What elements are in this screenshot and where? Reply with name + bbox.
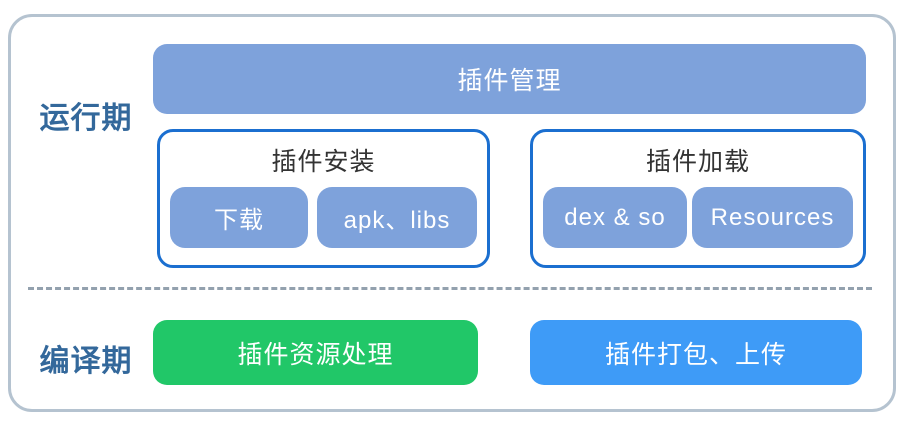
compile-phase-label: 编译期: [39, 345, 133, 378]
apk-libs-chip: apk、libs: [317, 187, 477, 248]
resource-processing-box: 插件资源处理: [153, 320, 478, 385]
dex-so-chip: dex & so: [543, 187, 687, 248]
phase-divider-line: [28, 287, 872, 290]
package-upload-box: 插件打包、上传: [530, 320, 862, 385]
plugin-load-box: 插件加载 dex & so Resources: [530, 129, 866, 268]
download-chip: 下载: [170, 187, 308, 248]
plugin-load-chip-row: dex & so Resources: [533, 187, 863, 248]
plugin-load-title: 插件加载: [645, 148, 750, 176]
plugin-install-chip-row: 下载 apk、libs: [160, 187, 487, 248]
runtime-phase-label: 运行期: [39, 102, 133, 135]
plugin-management-bar: 插件管理: [153, 44, 866, 114]
plugin-install-box: 插件安装 下载 apk、libs: [157, 129, 490, 268]
resources-chip: Resources: [692, 187, 853, 248]
plugin-install-title: 插件安装: [271, 148, 376, 176]
